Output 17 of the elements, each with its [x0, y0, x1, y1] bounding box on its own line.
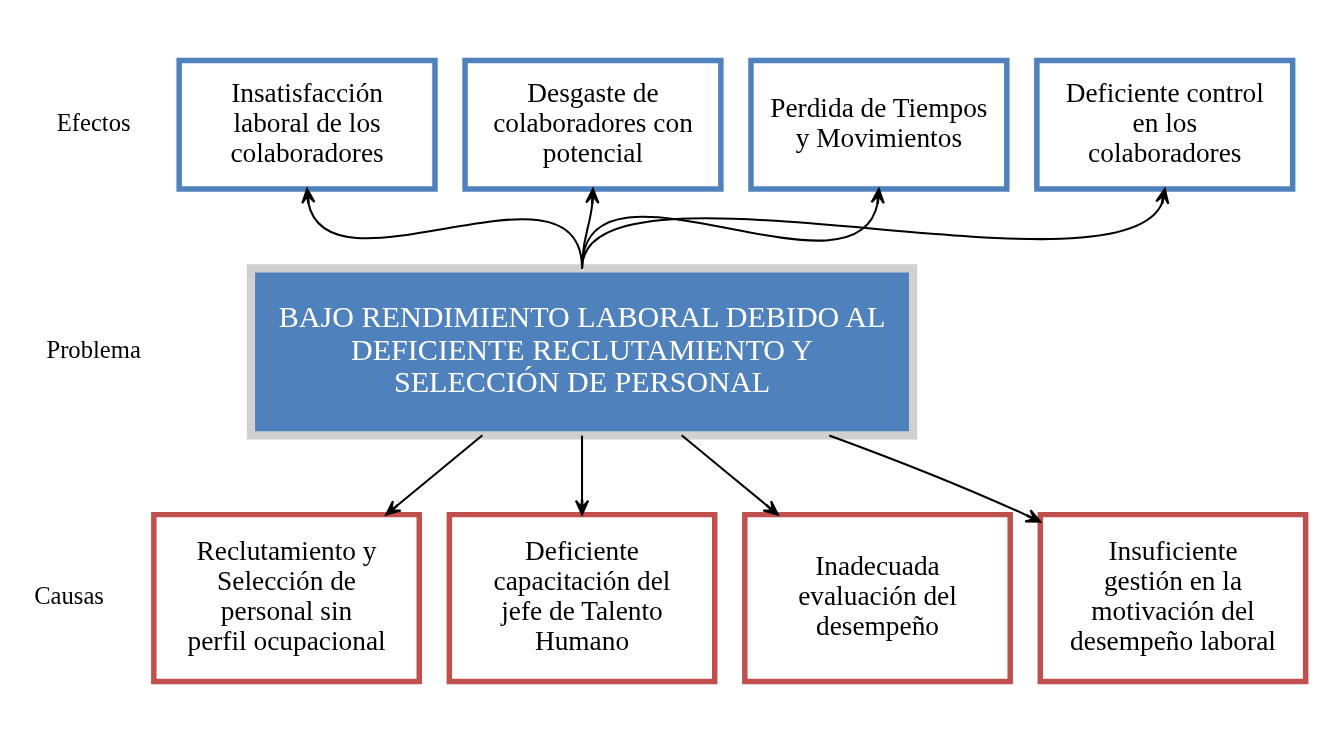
arrow	[574, 435, 590, 516]
label: Efectos	[56, 108, 131, 136]
node-box: Desgaste de colaboradores con potencial	[462, 57, 724, 192]
arrow	[681, 434, 779, 516]
node-box: Reclutamiento y Selección de personal sin perfil ocupacional	[151, 511, 422, 685]
node-box: Deficiente control en los colaboradores	[1034, 57, 1296, 192]
arrow	[581, 188, 1170, 269]
label: Causas	[34, 582, 104, 610]
node-box: Insatisfacción laboral de los colaboradores	[176, 57, 438, 192]
arrow	[828, 434, 1042, 523]
node-box: Deficiente capacitación del jefe de Talento Humano	[446, 511, 718, 685]
node-box: Insuficiente gestión en la motivación del desempeño laboral	[1037, 511, 1309, 685]
node-box: Perdida de Tiempos y Movimientos	[748, 57, 1010, 192]
node-box: BAJO RENDIMIENTO LABORAL DEBIDO AL DEFICIENTE RECLUTAMIENTO Y SELECCIÓN DE PERSONAL	[246, 264, 918, 440]
label: Problema	[46, 335, 141, 363]
node-box: Inadecuada evaluación del desempeño	[742, 511, 1013, 685]
arrow	[385, 434, 484, 516]
